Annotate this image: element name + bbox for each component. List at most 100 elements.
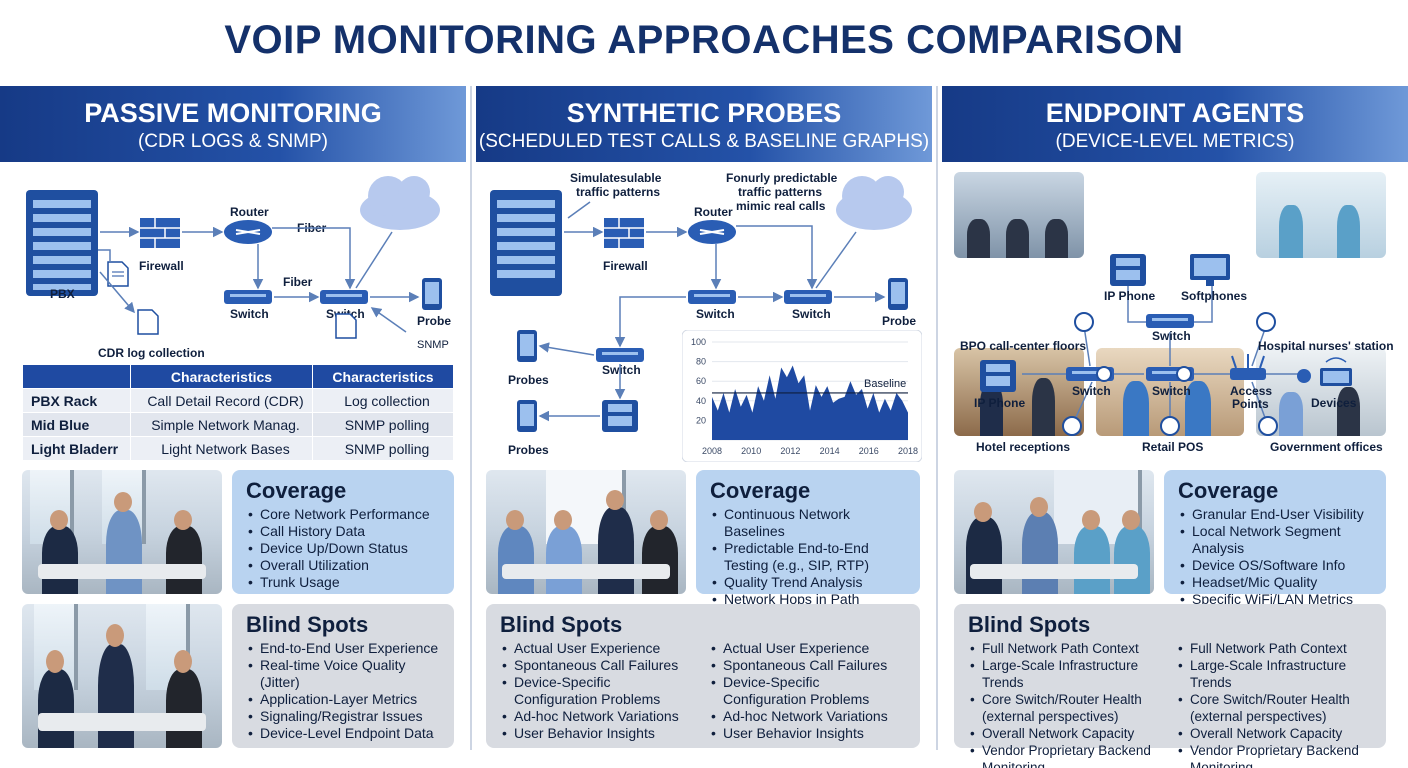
endpoint-agents-column: ENDPOINT AGENTS (DEVICE-LEVEL METRICS) I… — [942, 86, 1408, 768]
table-cell: Log collection — [312, 388, 454, 413]
document-icon — [107, 261, 129, 287]
list-item: Real-time Voice Quality (Jitter) — [246, 657, 440, 691]
y-tick-label: 60 — [696, 376, 706, 386]
monitor-icon — [1190, 254, 1230, 286]
mobile-probe-icon — [517, 330, 537, 362]
annotation-label: mimic real calls — [736, 199, 826, 213]
coverage-title: Coverage — [1178, 478, 1279, 503]
mobile-probe-icon — [888, 278, 908, 310]
page-title: VOIP MONITORING APPROACHES COMPARISON — [224, 18, 1184, 62]
switch-label: Switch — [230, 307, 269, 321]
list-item: User Behavior Insights — [709, 725, 906, 742]
blind-spots-list: Actual User Experience Spontaneous Call … — [709, 640, 906, 742]
blind-spots-list: End-to-End User Experience Real-time Voi… — [246, 640, 440, 742]
list-item: Overall Network Capacity — [968, 725, 1172, 742]
list-item: Specific WiFi/LAN Metrics — [1178, 591, 1372, 608]
office-meeting-photo — [486, 470, 686, 594]
coverage-list: Continuous Network Baselines Predictable… — [710, 506, 906, 608]
office-reception-photo — [954, 470, 1154, 594]
government-caption: Government offices — [1270, 440, 1383, 454]
list-item: Actual User Experience — [709, 640, 906, 657]
list-item: Full Network Path Context — [968, 640, 1172, 657]
annotation-label: Fonurly predictable — [726, 171, 838, 185]
firewall-label: Firewall — [139, 259, 184, 273]
column-divider — [936, 86, 938, 750]
list-item: Ad-hoc Network Variations — [709, 708, 906, 725]
cloud-icon — [360, 176, 440, 230]
x-tick-label: 2010 — [741, 446, 761, 456]
list-item: Full Network Path Context — [1176, 640, 1380, 657]
coverage-box: Coverage Continuous Network Baselines Pr… — [696, 470, 920, 608]
document-icon — [137, 309, 159, 335]
cloud-icon — [836, 176, 912, 230]
blind-spots-title: Blind Spots — [968, 612, 1091, 637]
switch-label: Switch — [696, 307, 735, 321]
table-row: Mid Blue Simple Network Manag. SNMP poll… — [22, 412, 454, 437]
column-subtitle: (DEVICE-LEVEL METRICS) — [1055, 131, 1295, 152]
x-tick-label: 2018 — [898, 446, 918, 456]
blind-spots-list: Actual User Experience Spontaneous Call … — [500, 640, 697, 742]
list-item: Large-Scale Infrastructure Trends — [1176, 657, 1380, 691]
y-tick-label: 100 — [691, 337, 706, 347]
column-title: SYNTHETIC PROBES — [566, 98, 842, 128]
table-cell: SNMP polling — [312, 412, 454, 437]
list-item: Core Network Performance — [246, 506, 440, 523]
baseline-label: Baseline — [864, 378, 906, 390]
switch-label: Switch — [1152, 329, 1191, 343]
pbx-rack-icon — [490, 190, 562, 296]
table-cell: SNMP polling — [312, 436, 454, 461]
synthetic-network-diagram: Simulatesulable traffic patterns Fonurly… — [490, 171, 916, 457]
blind-spots-box: Blind Spots Full Network Path Context La… — [954, 604, 1386, 768]
series-area — [712, 365, 908, 440]
probe-label: Probe — [417, 314, 451, 328]
softphones-label: Softphones — [1181, 289, 1247, 303]
router-icon — [224, 220, 272, 244]
list-item: Continuous Network Baselines — [710, 506, 906, 540]
switch-label: Switch — [602, 363, 641, 377]
government-office-photo — [1256, 348, 1386, 436]
switch-icon — [1146, 314, 1194, 328]
list-item: Quality Trend Analysis — [710, 574, 906, 591]
firewall-icon — [140, 218, 180, 248]
annotation-label: traffic patterns — [738, 185, 822, 199]
x-tick-label: 2012 — [780, 446, 800, 456]
column-header: ENDPOINT AGENTS (DEVICE-LEVEL METRICS) — [942, 86, 1408, 162]
hospital-photo — [1256, 172, 1386, 258]
column-header: PASSIVE MONITORING (CDR LOGS & SNMP) — [0, 86, 466, 162]
firewall-icon — [604, 218, 644, 248]
list-item: Call History Data — [246, 523, 440, 540]
list-item: Device-Specific Configuration Problems — [500, 674, 697, 708]
office-meeting-photo — [22, 604, 222, 748]
document-icon — [335, 313, 357, 339]
list-item: Device OS/Software Info — [1178, 557, 1372, 574]
table-cell: PBX Rack — [22, 388, 131, 413]
pbx-label: PBX — [50, 287, 75, 301]
coverage-box: Coverage Granular End-User Visibility Lo… — [1164, 470, 1386, 608]
column-subtitle: (CDR LOGS & SNMP) — [137, 131, 329, 152]
column-title: PASSIVE MONITORING — [84, 98, 382, 128]
column-header: SYNTHETIC PROBES (SCHEDULED TEST CALLS &… — [476, 86, 932, 162]
list-item: Network Hops in Path — [710, 591, 906, 608]
passive-monitoring-column: PASSIVE MONITORING (CDR LOGS & SNMP) PBX… — [0, 86, 466, 754]
switch-icon — [688, 290, 736, 304]
switch-icon — [784, 290, 832, 304]
ip-phone-icon — [602, 400, 638, 432]
list-item: Application-Layer Metrics — [246, 691, 440, 708]
firewall-label: Firewall — [603, 259, 648, 273]
table-header-row: Characteristics Characteristics — [22, 364, 454, 389]
coverage-box: Coverage Core Network Performance Call H… — [232, 470, 454, 594]
hotel-photo — [954, 348, 1084, 436]
y-tick-label: 20 — [696, 415, 706, 425]
list-item: Vendor Proprietary Backend Monitoring — [1176, 742, 1380, 768]
ip-phone-icon — [1110, 254, 1146, 286]
x-tick-label: 2008 — [702, 446, 722, 456]
list-item: Core Switch/Router Health (external pers… — [968, 691, 1172, 725]
coverage-title: Coverage — [246, 478, 347, 503]
cdr-label: CDR log collection — [98, 346, 205, 360]
list-item: Ad-hoc Network Variations — [500, 708, 697, 725]
retail-photo — [1096, 348, 1244, 436]
office-meeting-photo — [22, 470, 222, 594]
table-row: PBX Rack Call Detail Record (CDR) Log co… — [22, 388, 454, 413]
probe-label: Probe — [882, 314, 916, 328]
probes-label: Probes — [508, 443, 549, 457]
